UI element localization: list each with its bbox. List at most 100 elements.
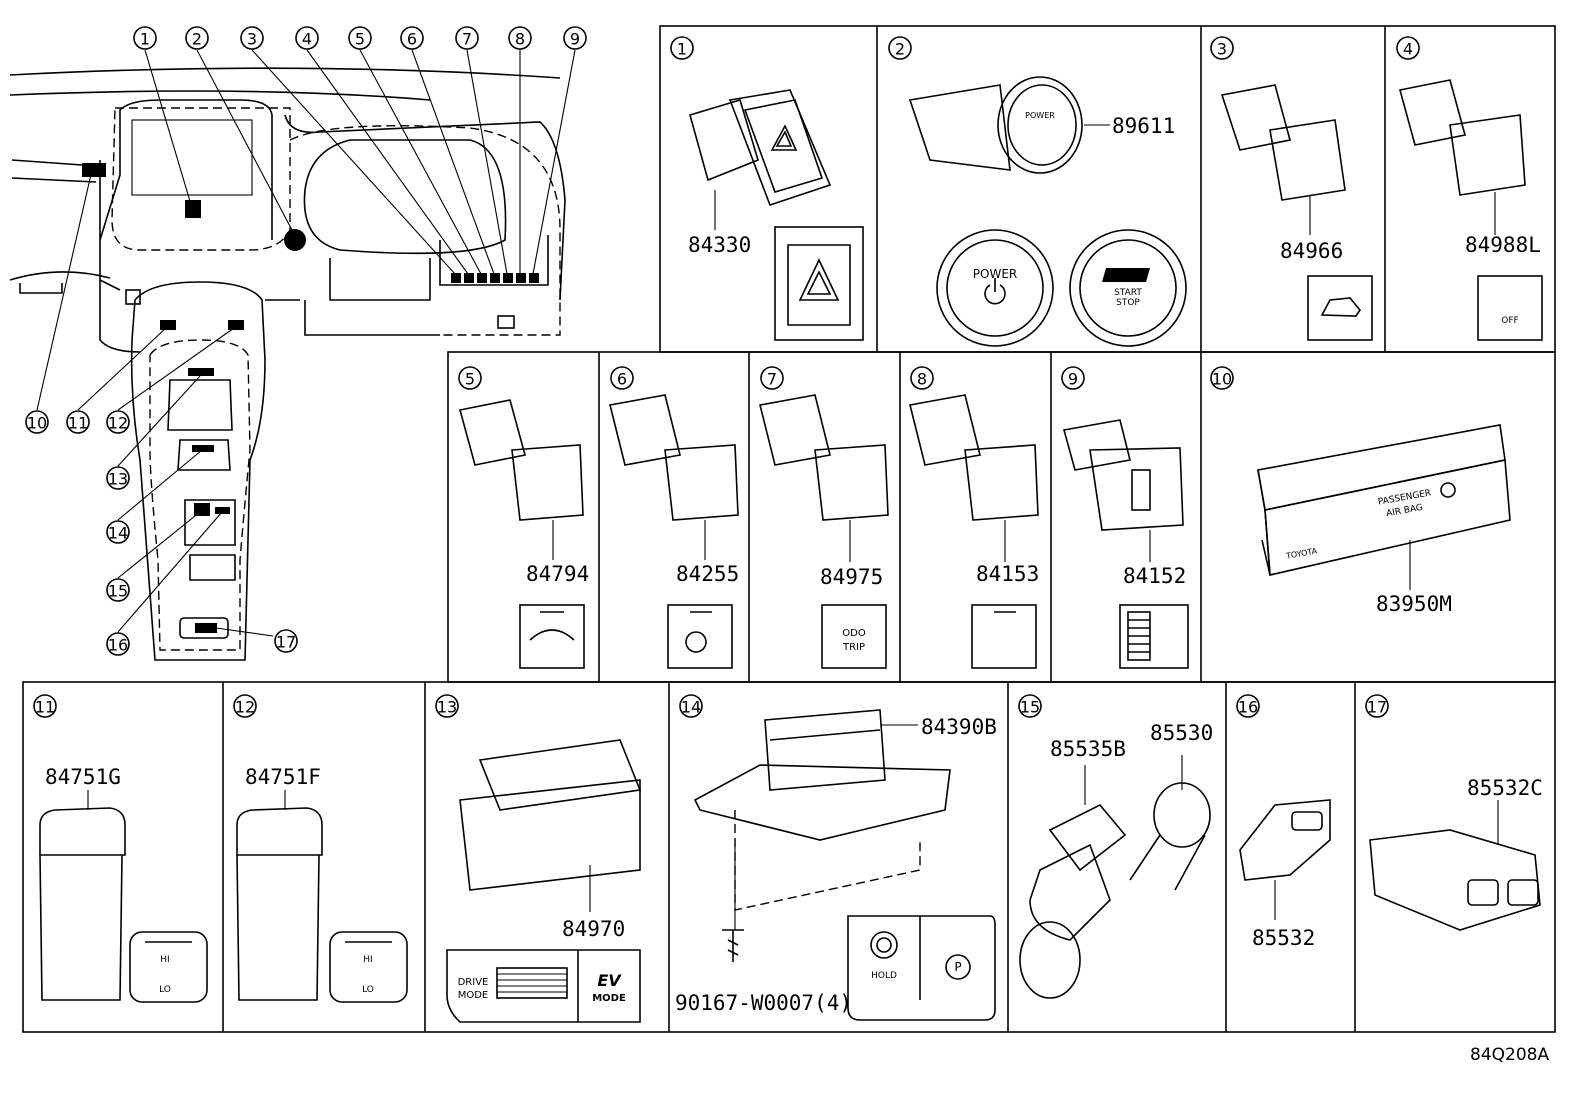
svg-text:16: 16: [1238, 698, 1258, 717]
svg-text:13: 13: [108, 470, 128, 489]
panel-grid: [22, 25, 1556, 1033]
overview-callout-6: 6: [400, 26, 424, 50]
panel-number-12: 12: [233, 694, 257, 718]
panel-3-switch: [1220, 84, 1373, 341]
panel-number-13: 13: [435, 694, 459, 718]
overview-callout-15: 15: [106, 578, 130, 602]
power-switch-small-label: POWER: [1025, 111, 1055, 120]
svg-text:3: 3: [1217, 40, 1227, 59]
panel-16-usb-port: [1239, 799, 1331, 920]
overview-dashboard-drawing: [9, 49, 576, 661]
overview-callout-16: 16: [106, 632, 130, 656]
svg-text:14: 14: [681, 698, 701, 717]
off-label-84988l: OFF: [1501, 316, 1518, 326]
svg-text:1: 1: [140, 30, 150, 49]
overview-callout-11: 11: [66, 410, 90, 434]
part-84153: 84153: [976, 562, 1039, 586]
svg-text:15: 15: [1020, 698, 1040, 717]
panel-number-2: 2: [888, 36, 912, 60]
hi-label-11: HI: [160, 955, 169, 965]
part-84152: 84152: [1123, 564, 1186, 588]
svg-text:4: 4: [302, 30, 312, 49]
svg-text:13: 13: [437, 698, 457, 717]
part-89611: 89611: [1112, 114, 1175, 138]
svg-text:7: 7: [767, 370, 777, 389]
svg-text:11: 11: [68, 414, 88, 433]
part-84751F: 84751F: [245, 765, 321, 789]
panel-number-11: 11: [33, 694, 57, 718]
svg-text:8: 8: [917, 370, 927, 389]
svg-text:16: 16: [108, 636, 128, 655]
part-84390B: 84390B: [921, 715, 997, 739]
overview-callout-8: 8: [508, 26, 532, 50]
panel-11-seat-heater: [39, 790, 208, 1003]
panel-number-5: 5: [458, 366, 482, 390]
drive-label: DRIVE: [458, 977, 489, 988]
panel-15-power-outlet: [1019, 755, 1211, 999]
overview-callout-2: 2: [185, 26, 209, 50]
svg-text:5: 5: [465, 370, 475, 389]
svg-text:9: 9: [1068, 370, 1078, 389]
svg-text:5: 5: [355, 30, 365, 49]
panel-2-power-switch: [908, 76, 1187, 347]
overview-callout-7: 7: [455, 26, 479, 50]
part-84751G: 84751G: [45, 765, 121, 789]
svg-text:14: 14: [108, 524, 128, 543]
lo-label-12: LO: [362, 985, 374, 995]
svg-text:6: 6: [617, 370, 627, 389]
part-number-labels: 84330 89611 84966 84988L 84794 84255 849…: [45, 114, 1543, 1015]
part-90167-W0007: 90167-W0007(4): [675, 991, 852, 1015]
passenger-label: PASSENGER: [1377, 488, 1432, 507]
panels-5-to-9-switches: [459, 394, 1189, 669]
panel-number-16: 16: [1236, 694, 1260, 718]
panel-12-seat-heater: [236, 790, 408, 1003]
overview-callout-13: 13: [106, 466, 130, 490]
brand-label: TOYOTA: [1284, 546, 1318, 561]
svg-text:10: 10: [27, 414, 47, 433]
overview-callout-17: 17: [274, 629, 298, 653]
lo-label-11: LO: [159, 985, 171, 995]
overview-callout-3: 3: [240, 26, 264, 50]
trip-label: TRIP: [842, 642, 865, 653]
panel-number-17: 17: [1365, 694, 1389, 718]
panel-number-6: 6: [610, 366, 634, 390]
panel-number-3: 3: [1210, 36, 1234, 60]
panel-1-hazard-switch: [689, 89, 864, 341]
panel-number-7: 7: [760, 366, 784, 390]
power-button-label: POWER: [973, 267, 1017, 281]
hold-label: HOLD: [871, 971, 897, 981]
overview-callout-5: 5: [348, 26, 372, 50]
hi-label-12: HI: [363, 955, 372, 965]
panel-17-usb-charger: [1369, 800, 1541, 931]
svg-text:12: 12: [108, 414, 128, 433]
part-84970: 84970: [562, 917, 625, 941]
start-label: START: [1114, 288, 1142, 298]
part-83950M: 83950M: [1376, 592, 1452, 616]
drive-mode-label: MODE: [458, 990, 489, 1001]
part-85532C: 85532C: [1467, 776, 1543, 800]
panel-number-4: 4: [1396, 36, 1420, 60]
panel-13-drive-mode-switch: [446, 739, 642, 1023]
part-84988L: 84988L: [1465, 233, 1541, 257]
part-84966: 84966: [1280, 239, 1343, 263]
part-85530: 85530: [1150, 721, 1213, 745]
panel-number-1: 1: [670, 36, 694, 60]
part-85532: 85532: [1252, 926, 1315, 950]
svg-text:2: 2: [895, 40, 905, 59]
overview-callout-4: 4: [295, 26, 319, 50]
panel-number-8: 8: [910, 366, 934, 390]
panel-number-9: 9: [1061, 366, 1085, 390]
drawing-code: 84Q208A: [1470, 1045, 1549, 1065]
overview-callout-9: 9: [563, 26, 587, 50]
svg-text:7: 7: [462, 30, 472, 49]
svg-text:17: 17: [276, 633, 296, 652]
overview-callout-12: 12: [106, 410, 130, 434]
overview-callout-1: 1: [133, 26, 157, 50]
svg-text:9: 9: [570, 30, 580, 49]
svg-text:6: 6: [407, 30, 417, 49]
panel-number-14: 14: [679, 694, 703, 718]
svg-text:11: 11: [35, 698, 55, 717]
panel-14-parking-brake-switch: [693, 709, 996, 1021]
part-84794: 84794: [526, 562, 589, 586]
